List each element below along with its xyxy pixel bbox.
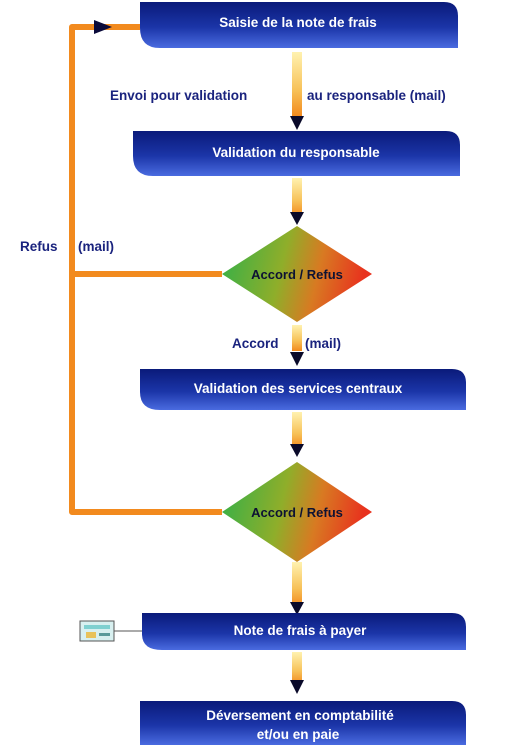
label-envoi-part2: au responsable (mail) [307, 88, 446, 103]
connector-3 [292, 325, 302, 351]
decision-1: Accord / Refus [222, 226, 372, 322]
connector-3-arrow [290, 352, 304, 366]
loop-arrowhead [94, 20, 112, 34]
connector-6 [292, 652, 302, 684]
step-validation-services-shape [140, 369, 466, 410]
step-validation-responsable-shape [133, 131, 460, 176]
step-note-a-payer-shape [142, 613, 466, 650]
connector-4-arrow [290, 444, 304, 457]
label-accord-mail: (mail) [305, 336, 341, 351]
step-deversement-label-2: et/ou en paie [257, 727, 340, 742]
connector-1-arrow [290, 116, 304, 130]
connector-5-arrow [290, 602, 304, 615]
connector-6-arrow [290, 680, 304, 694]
decision-1-label: Accord / Refus [251, 267, 343, 282]
step-validation-services-label: Validation des services centraux [194, 381, 403, 396]
step-deversement: Déversement en comptabilité et/ou en pai… [140, 701, 466, 745]
connector-1 [292, 52, 302, 116]
step-note-a-payer: Note de frais à payer [142, 613, 466, 650]
decision-1-diamond [222, 226, 372, 322]
label-refus-mail: (mail) [78, 239, 114, 254]
step-note-a-payer-label: Note de frais à payer [234, 623, 368, 638]
decision-2: Accord / Refus [222, 462, 372, 562]
step-saisie-shape [140, 2, 458, 48]
label-envoi-part1: Envoi pour validation [110, 88, 247, 103]
step-deversement-shape [140, 701, 466, 745]
label-refus: Refus [20, 239, 58, 254]
connector-2 [292, 178, 302, 216]
refus-loop [69, 20, 222, 515]
connector-5 [292, 562, 302, 606]
step-saisie: Saisie de la note de frais [140, 2, 458, 48]
step-validation-responsable: Validation du responsable [133, 131, 460, 176]
step-saisie-label: Saisie de la note de frais [219, 15, 377, 30]
step-validation-services: Validation des services centraux [140, 369, 466, 410]
connector-2-arrow [290, 212, 304, 225]
connectors [290, 52, 304, 694]
decision-2-diamond [222, 462, 372, 562]
connector-4 [292, 412, 302, 448]
loop-line-bottom [69, 274, 222, 515]
payment-card-icon [79, 620, 142, 642]
label-accord: Accord [232, 336, 279, 351]
step-deversement-label-1: Déversement en comptabilité [206, 708, 394, 723]
step-validation-responsable-label: Validation du responsable [212, 145, 380, 160]
decision-2-label: Accord / Refus [251, 505, 343, 520]
